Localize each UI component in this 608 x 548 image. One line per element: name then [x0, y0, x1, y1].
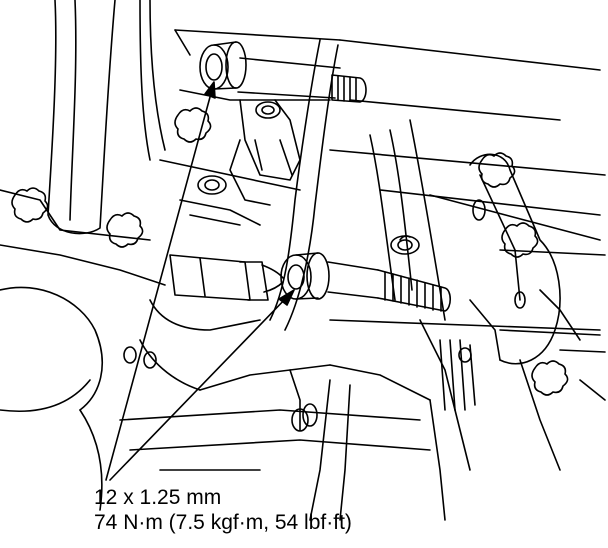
- mounting-holes: [123, 101, 526, 432]
- nut-flanges: [11, 107, 569, 396]
- subframe-structure: [0, 0, 606, 521]
- torque-spec-label: 74 N·m (7.5 kgf·m, 54 lbf·ft): [94, 511, 352, 534]
- upper-bolt: [199, 41, 367, 103]
- lower-bolt: [280, 252, 452, 312]
- bolt-size-label: 12 x 1.25 mm: [94, 486, 222, 509]
- bracket: [179, 99, 301, 226]
- leader-arrows: [105, 81, 295, 481]
- sensor-connector: [169, 254, 284, 301]
